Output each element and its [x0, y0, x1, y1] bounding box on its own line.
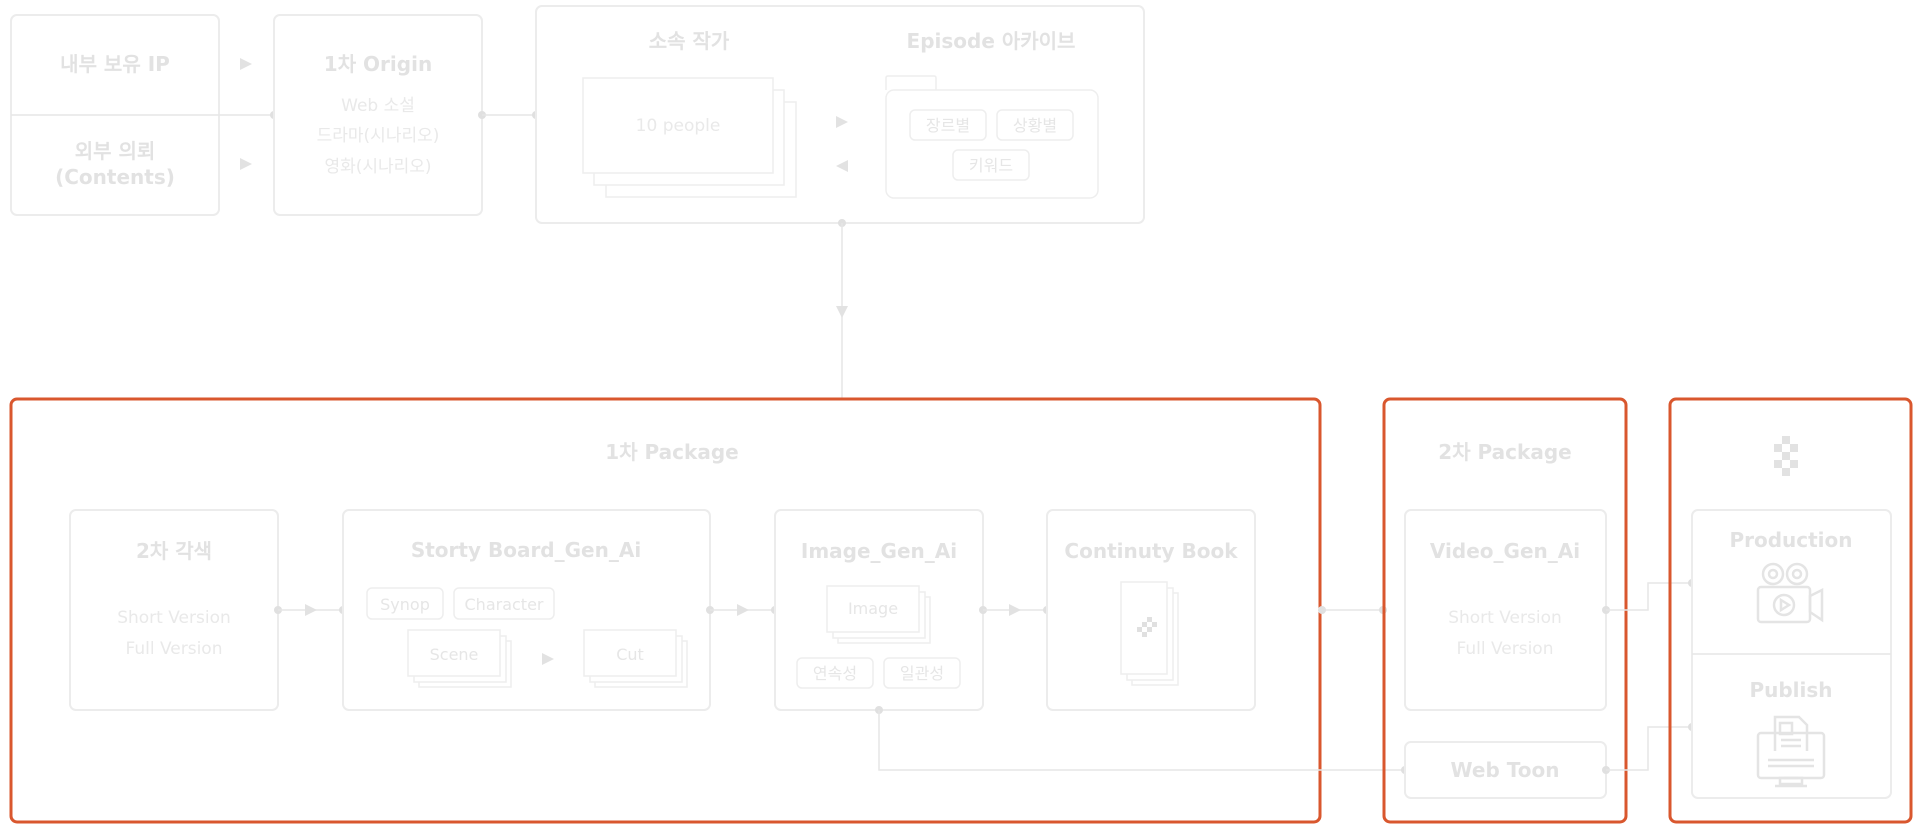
- document-stack-icon: [583, 629, 688, 688]
- webtoon-label: Web Toon: [1451, 758, 1560, 782]
- document-stack-icon: [407, 629, 512, 688]
- play-arrow-icon: [737, 604, 749, 616]
- play-arrow-icon: [305, 604, 317, 616]
- origin-item-drama: 드라마(시나리오): [317, 126, 440, 146]
- storyboard-cut: Cut: [616, 645, 644, 664]
- external-request-label: 외부 의뢰: [75, 139, 156, 163]
- storyboard-tag-synop: Synop: [380, 595, 430, 614]
- video-gen-short: Short Version: [1448, 608, 1562, 628]
- production-label: Production: [1729, 528, 1852, 552]
- document-stack-icon: [826, 585, 931, 644]
- publish-label: Publish: [1749, 678, 1832, 702]
- logo-mark-icon: [1137, 617, 1157, 637]
- play-arrow-icon: [1009, 604, 1021, 616]
- adaptation-full: Full Version: [126, 639, 223, 659]
- video-gen-title: Video_Gen_Ai: [1430, 539, 1580, 563]
- video-gen-box: Video_Gen_Ai Short Version Full Version: [1404, 509, 1607, 711]
- image-gen-tag-continuity: 연속성: [813, 664, 857, 683]
- image-gen-title: Image_Gen_Ai: [801, 539, 957, 563]
- document-stack-icon: [1120, 581, 1179, 686]
- archive-tag-situation: 상황별: [1013, 116, 1057, 135]
- origin-item-web-novel: Web 소설: [341, 96, 415, 116]
- image-gen-box: Image_Gen_Ai Image 연속성 일관성: [774, 509, 984, 711]
- film-camera-icon: [1756, 562, 1824, 624]
- origin-box: 1차 Origin Web 소설 드라마(시나리오) 영화(시나리오): [273, 14, 483, 216]
- play-arrow-icon: [240, 158, 252, 170]
- output-frame: [1668, 397, 1913, 824]
- document-stack-icon: [582, 77, 797, 198]
- adaptation-box: 2차 각색 Short Version Full Version: [69, 509, 279, 711]
- webtoon-box: Web Toon: [1404, 741, 1607, 799]
- archive-tag-genre: 장르별: [926, 116, 970, 135]
- origin-item-movie: 영화(시나리오): [324, 157, 431, 177]
- archive-tag-keyword: 키워드: [969, 156, 1013, 175]
- logo-mark-icon: [1774, 436, 1798, 476]
- package1-title: 1차 Package: [605, 440, 738, 464]
- adaptation-short: Short Version: [117, 608, 231, 628]
- continuity-book-title: Continuty Book: [1064, 539, 1238, 563]
- package2-title: 2차 Package: [1438, 440, 1571, 464]
- storyboard-tag-character: Character: [465, 595, 544, 614]
- image-gen-image: Image: [848, 599, 898, 618]
- adaptation-title: 2차 각색: [136, 539, 212, 563]
- play-arrow-icon: [836, 116, 848, 128]
- play-arrow-icon: [836, 306, 848, 318]
- archive-title: Episode 아카이브: [907, 29, 1076, 53]
- internal-ip-label: 내부 보유 IP: [60, 52, 170, 76]
- storyboard-box: Storty Board_Gen_Ai Synop Character Scen…: [342, 509, 711, 711]
- continuity-book-box: Continuty Book: [1046, 509, 1256, 711]
- writers-archive-box: 소속 작가 10 people Episode 아카이브 장르별 상황별 키워드: [535, 5, 1145, 224]
- output-stack: Production Publish: [1691, 509, 1892, 799]
- writers-count: 10 people: [636, 116, 721, 136]
- external-contents-label: (Contents): [55, 165, 175, 189]
- storyboard-scene: Scene: [430, 645, 479, 664]
- storyboard-title: Storty Board_Gen_Ai: [411, 538, 641, 562]
- input-sources: 내부 보유 IP 외부 의뢰 (Contents): [10, 14, 220, 216]
- origin-title: 1차 Origin: [324, 52, 432, 76]
- writers-title: 소속 작가: [649, 29, 730, 53]
- play-arrow-icon: [542, 653, 554, 665]
- publish-monitor-icon: [1756, 715, 1826, 788]
- video-gen-full: Full Version: [1457, 639, 1554, 659]
- play-arrow-icon: [836, 160, 848, 172]
- play-arrow-icon: [240, 58, 252, 70]
- image-gen-tag-consistency: 일관성: [900, 664, 944, 683]
